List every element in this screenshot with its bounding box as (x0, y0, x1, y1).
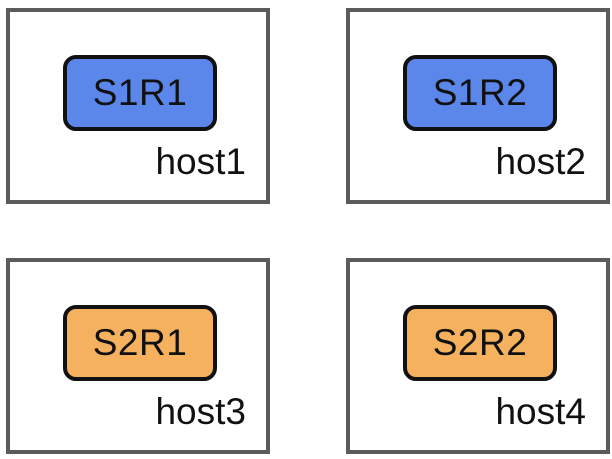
host-box-4: S2R2 host4 (346, 258, 610, 454)
host-label-2: host2 (495, 141, 586, 182)
host-box-2: S1R2 host2 (346, 8, 610, 204)
host-label-3: host3 (155, 391, 246, 432)
replica-s2r2: S2R2 (403, 305, 557, 381)
host-box-3: S2R1 host3 (6, 258, 270, 454)
replica-s1r2: S1R2 (403, 55, 557, 131)
host-label-4: host4 (495, 391, 586, 432)
replica-s1r1: S1R1 (63, 55, 217, 131)
host-label-1: host1 (155, 141, 246, 182)
replica-s2r1: S2R1 (63, 305, 217, 381)
host-box-1: S1R1 host1 (6, 8, 270, 204)
